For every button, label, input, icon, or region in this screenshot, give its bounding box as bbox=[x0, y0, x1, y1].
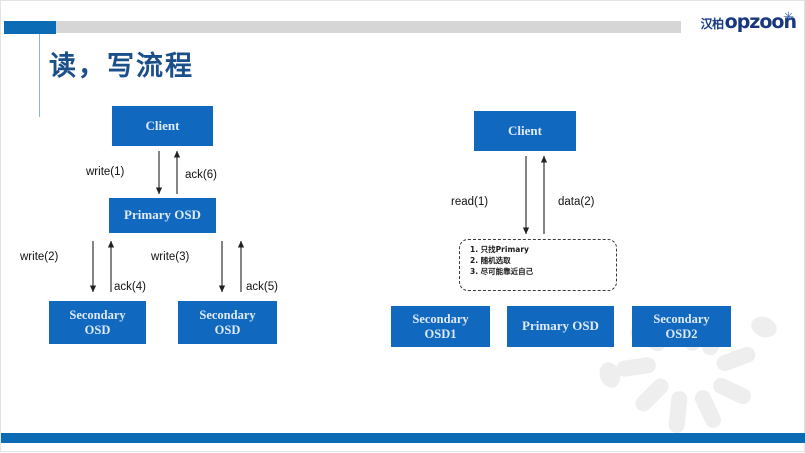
header-vertical-rule bbox=[39, 34, 40, 117]
logo-chinese-text: 汉柏 bbox=[700, 17, 725, 31]
logo-star-icon: ✳ bbox=[783, 9, 794, 24]
label-write1: write(1) bbox=[86, 166, 125, 178]
label-write3: write(3) bbox=[151, 251, 190, 263]
label-data2: data(2) bbox=[558, 196, 595, 208]
read-policy-note-line-3: 3. 尽可能靠近自己 bbox=[470, 266, 534, 276]
header-gray-bar bbox=[19, 21, 681, 33]
write-flow-secondary-osd-left-box[interactable]: Secondary OSD bbox=[49, 301, 146, 344]
read-flow-client-box[interactable]: Client bbox=[474, 111, 576, 151]
label-ack4: ack(4) bbox=[114, 281, 146, 293]
label-read1: read(1) bbox=[451, 196, 489, 208]
brand-logo: 汉柏 opzoon ✳ bbox=[700, 9, 797, 33]
page-title: 读，写流程 bbox=[49, 51, 194, 82]
read-flow-primary-osd-box[interactable]: Primary OSD bbox=[507, 306, 614, 347]
read-flow-secondary-osd2-box[interactable]: Secondary OSD2 bbox=[632, 306, 731, 347]
write-flow-client-box[interactable]: Client bbox=[112, 106, 213, 146]
write-flow-primary-osd-box[interactable]: Primary OSD bbox=[109, 198, 216, 233]
label-ack5: ack(5) bbox=[246, 281, 278, 293]
read-policy-note-line-2: 2. 随机选取 bbox=[470, 255, 511, 265]
read-policy-note-box: 1. 只找Primary 2. 随机选取 3. 尽可能靠近自己 bbox=[459, 239, 617, 291]
label-write2: write(2) bbox=[20, 251, 59, 263]
footer-blue-bar bbox=[1, 433, 805, 443]
read-policy-note-line-1: 1. 只找Primary bbox=[470, 245, 529, 254]
label-ack6: ack(6) bbox=[185, 169, 217, 181]
write-flow-secondary-osd-right-box[interactable]: Secondary OSD bbox=[178, 301, 277, 344]
logo-english-text: opzoon bbox=[724, 11, 797, 33]
read-flow-secondary-osd1-box[interactable]: Secondary OSD1 bbox=[391, 306, 490, 347]
header-blue-block bbox=[4, 21, 56, 34]
